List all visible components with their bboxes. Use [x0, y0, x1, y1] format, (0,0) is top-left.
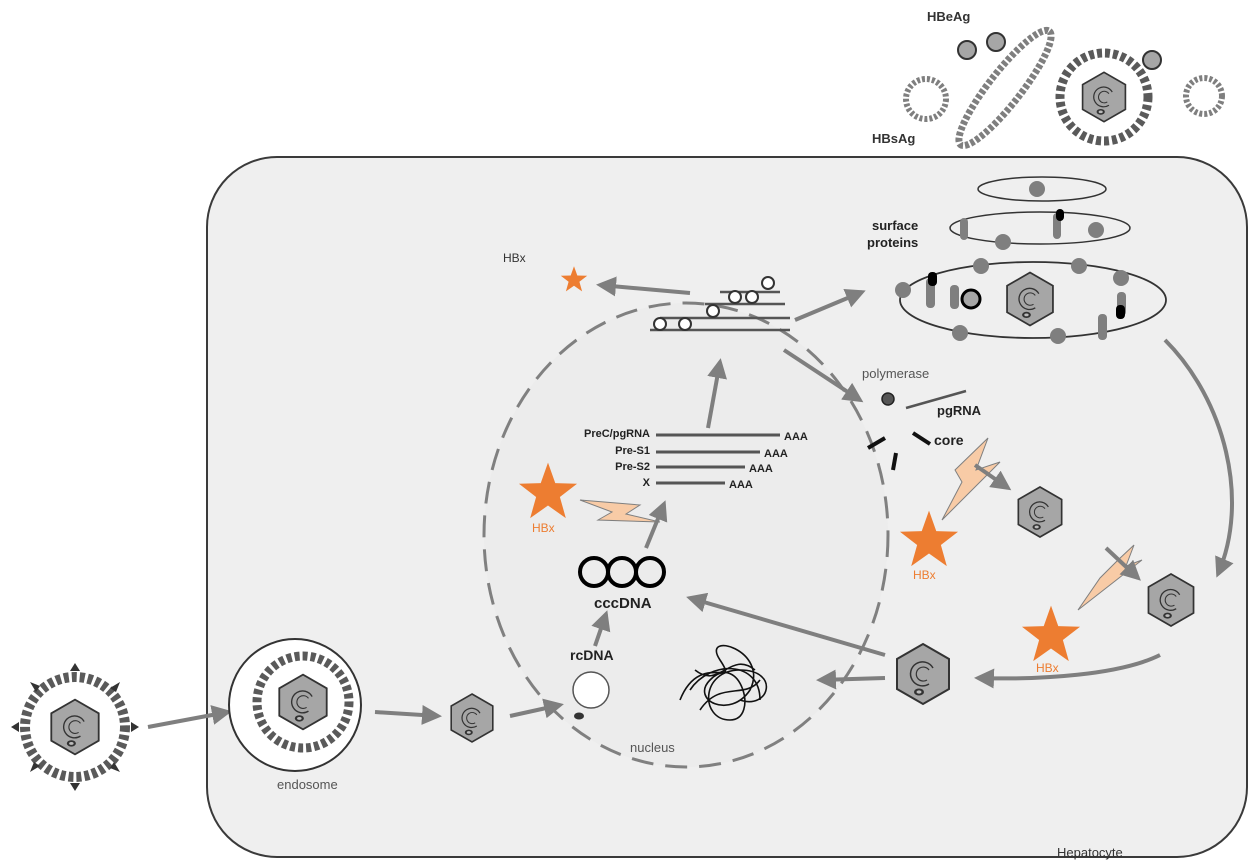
transcript-list: PreC/pgRNA AAA Pre-S1 AAA Pre-S2 AAA X A…: [584, 428, 808, 491]
transcript-tail: AAA: [749, 463, 773, 475]
virion-icon: [1055, 48, 1153, 146]
flash-icon: [941, 437, 1001, 521]
pgrna-strand: [905, 389, 967, 410]
endosome-label: endosome: [277, 777, 338, 792]
hbx-middle-label: HBx: [913, 568, 936, 582]
hbeag-label: HBeAg: [927, 9, 970, 24]
hbeag-dot-icon: [957, 32, 1162, 70]
er-membrane-icon: [895, 176, 1167, 344]
surface-label-line1: surface: [872, 218, 918, 233]
hepatocyte-label: Hepatocyte: [1057, 845, 1123, 860]
pgrna-label: pgRNA: [937, 403, 982, 418]
endosome-icon: [228, 638, 362, 772]
transcript-name: Pre-S1: [615, 445, 650, 457]
transcript-name: Pre-S2: [615, 461, 650, 473]
cccdna-label: cccDNA: [594, 595, 652, 612]
cccdna-rings-icon: [578, 556, 666, 588]
core-protein-icon: [866, 431, 932, 471]
hbx-nucleus-label: HBx: [532, 521, 555, 535]
subviral-filament-icon: [955, 26, 1055, 150]
polymerase-icon: [881, 392, 895, 406]
hbx-right-label: HBx: [1036, 661, 1059, 675]
core-label: core: [934, 432, 964, 448]
hbsag-label: HBsAg: [872, 131, 915, 146]
rcdna-circle-icon: [572, 671, 610, 720]
surface-label-line2: proteins: [867, 235, 918, 250]
polymerase-label: polymerase: [862, 366, 929, 381]
transcript-tail: AAA: [729, 479, 753, 491]
rcdna-label: rcDNA: [570, 647, 614, 663]
nucleus-label: nucleus: [630, 740, 675, 755]
subviral-sphere-icon: [903, 75, 1225, 122]
hbx-cytoplasm-label: HBx: [503, 251, 526, 265]
transcript-name: PreC/pgRNA: [584, 428, 650, 440]
virion-icon: [11, 663, 139, 791]
transcript-tail: AAA: [764, 448, 788, 460]
surface-proteins-label: surface proteins: [867, 218, 922, 250]
ribosome-icon: [650, 276, 790, 332]
transcript-name: X: [643, 477, 651, 489]
chromatin-icon: [679, 644, 768, 721]
nucleus-membrane: [482, 301, 890, 769]
transcript-tail: AAA: [784, 431, 808, 443]
